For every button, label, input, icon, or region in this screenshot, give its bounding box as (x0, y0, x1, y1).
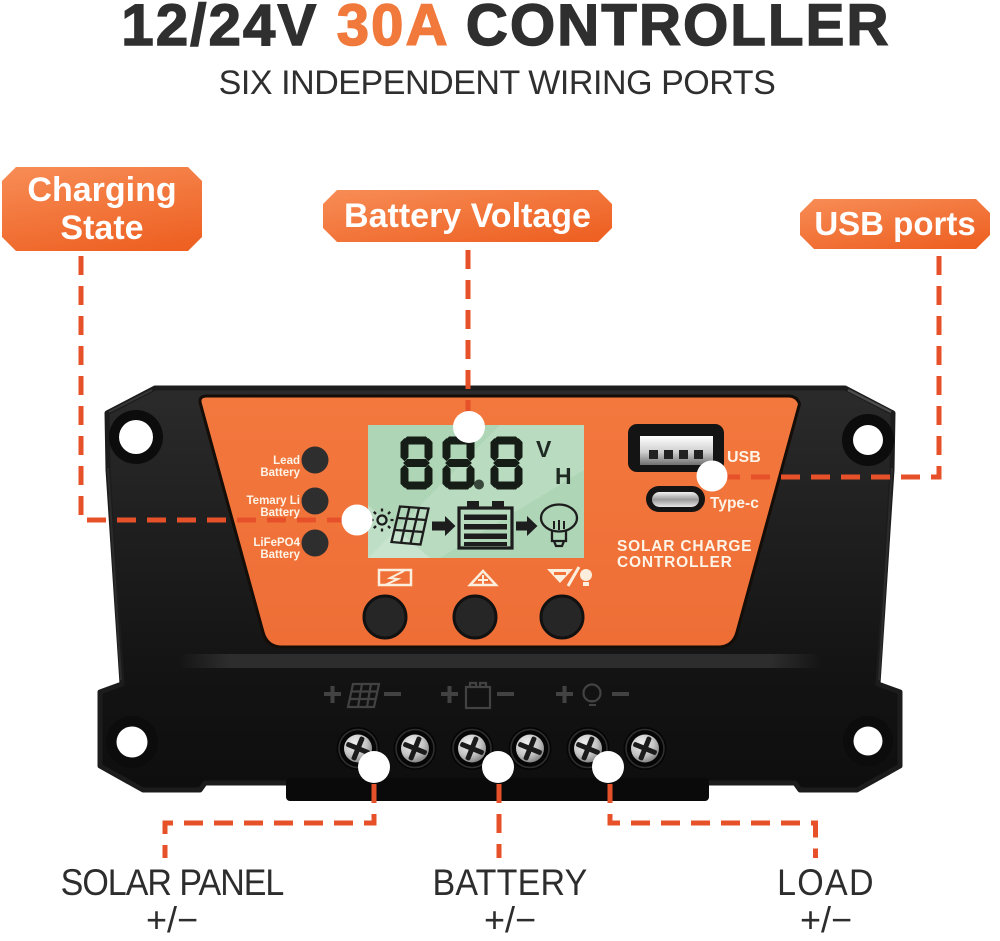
svg-text:Temary Li: Temary Li (247, 495, 300, 507)
svg-text:V: V (536, 436, 552, 462)
svg-text:Battery: Battery (260, 467, 300, 479)
svg-text:Battery: Battery (260, 549, 300, 561)
svg-text:H: H (555, 463, 572, 489)
svg-text:SOLAR CHARGE: SOLAR CHARGE (617, 538, 752, 555)
svg-text:LiFePO4: LiFePO4 (253, 537, 300, 549)
svg-text:Lead: Lead (273, 455, 300, 467)
svg-text:Battery: Battery (260, 507, 300, 519)
svg-text:USB: USB (727, 449, 761, 466)
svg-text:CONTROLLER: CONTROLLER (617, 554, 733, 571)
svg-text:Type-c: Type-c (710, 495, 759, 512)
